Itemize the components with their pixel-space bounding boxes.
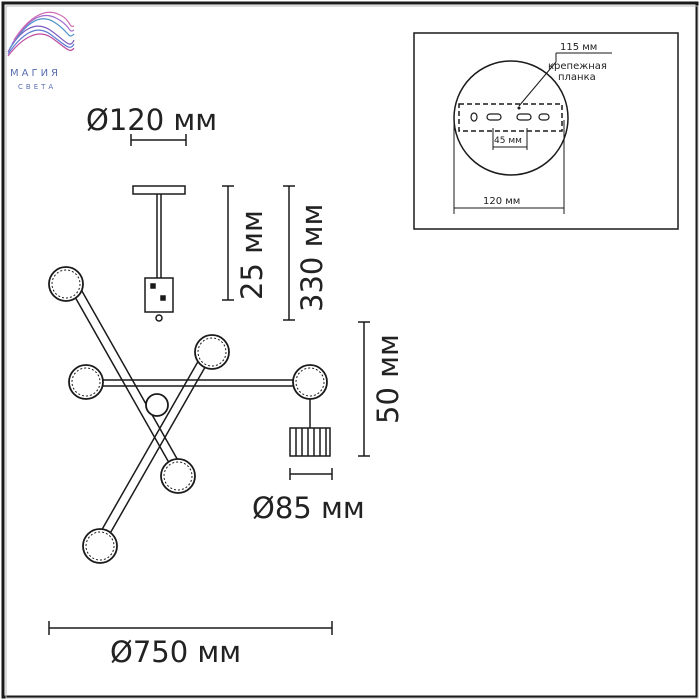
shade-center-bottom (160, 458, 196, 494)
wave-logo-icon (7, 11, 75, 57)
inset-canopy-width-label: 120 мм (483, 196, 520, 207)
canopy-plate (132, 185, 186, 195)
shade-center-left (68, 364, 104, 400)
fixture-shades (48, 266, 328, 564)
inset-canopy-circle (453, 60, 569, 176)
canopy-diameter-line (130, 134, 187, 146)
shade-dashes (51, 269, 325, 561)
center-hub (145, 393, 169, 417)
side-view-fixture (132, 185, 186, 322)
canopy-diameter-label: Ø120 мм (86, 103, 217, 137)
plate-label-line1: крепежная (548, 61, 607, 72)
socket-body (144, 277, 174, 313)
overall-diameter-dimension-label: Ø750 мм (110, 635, 241, 669)
shade-height-dimension-line (358, 321, 370, 457)
pendant-shade (289, 399, 331, 457)
border-shadow (5, 5, 699, 699)
shade-diameter-dimension-label: Ø85 мм (252, 491, 365, 525)
shade-top-left (48, 266, 84, 302)
shade-right (292, 364, 328, 400)
logo-subtitle: СВЕТА (18, 83, 56, 91)
height-dimension-line (283, 185, 295, 321)
plate-label-line2: планка (558, 72, 596, 83)
stem-dimension-label: 25 мм (235, 210, 269, 300)
stem-dimension-line (222, 185, 234, 301)
height-dimension-label: 330 мм (295, 204, 329, 312)
overall-diameter-dimension-line (48, 621, 333, 635)
mounting-plate (458, 103, 563, 132)
logo-title: МАГИЯ (10, 68, 61, 79)
brand-logo: МАГИЯ СВЕТА (7, 11, 75, 91)
fixture-arms (61, 269, 294, 545)
hole-spacing-label: 45 мм (494, 136, 522, 146)
shade-bottom-left (82, 528, 118, 564)
shade-height-dimension-label: 50 мм (371, 334, 405, 424)
mounting-inset: 115 мм крепежная планка 45 мм 120 мм (413, 32, 679, 230)
shade-diameter-dimension-line (289, 468, 333, 480)
plate-length-label: 115 мм (560, 42, 597, 53)
shade-center-top (194, 334, 230, 370)
